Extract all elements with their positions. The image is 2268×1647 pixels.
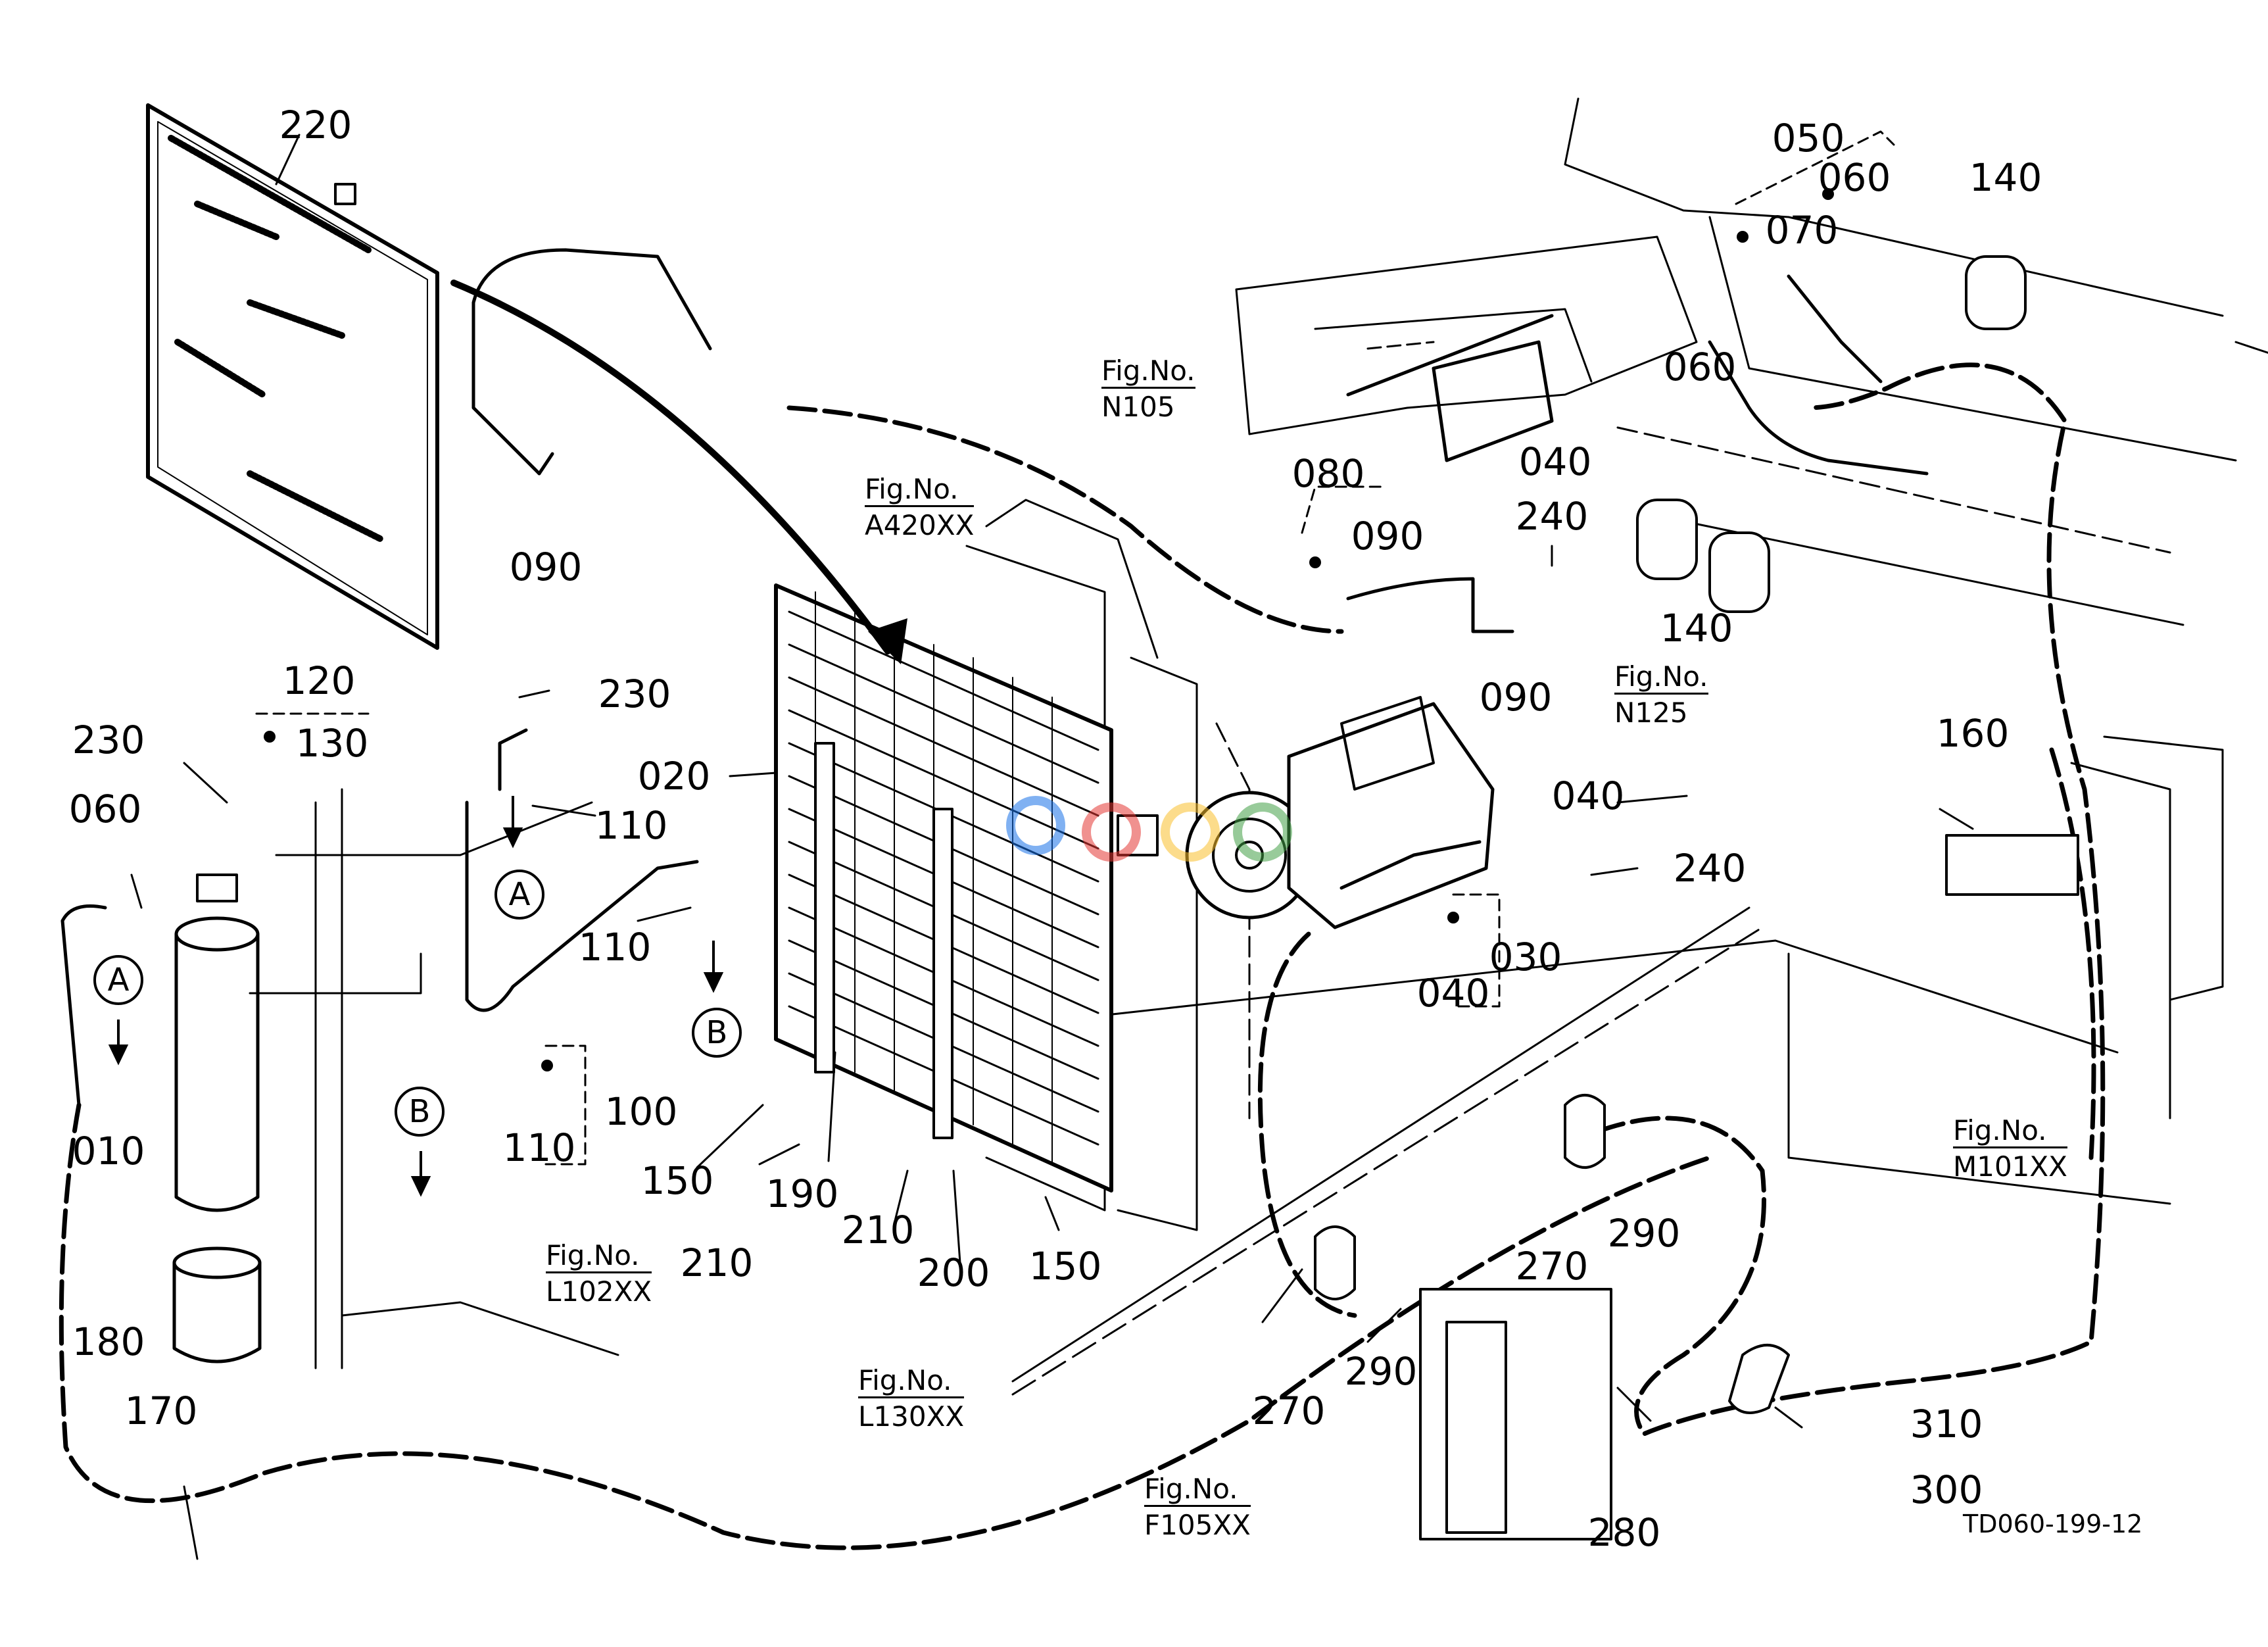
callout-b: B xyxy=(395,1087,445,1137)
label-100: 100 xyxy=(604,1089,678,1134)
label-090: 090 xyxy=(1479,675,1553,720)
left-frame xyxy=(183,788,619,1560)
label-050: 050 xyxy=(1772,116,1845,160)
label-220: 220 xyxy=(279,103,352,147)
label-140: 140 xyxy=(1660,606,1733,651)
label-030: 030 xyxy=(1489,935,1562,979)
fig-ref-l102: Fig.No.L102XX xyxy=(546,1239,652,1308)
label-270: 270 xyxy=(1515,1244,1589,1289)
label-020: 020 xyxy=(637,754,711,799)
label-060: 060 xyxy=(1663,345,1737,389)
label-180: 180 xyxy=(72,1319,145,1364)
label-240: 240 xyxy=(1673,846,1747,891)
compressor xyxy=(1185,696,1495,929)
fig-ref-n105: Fig.No.N105 xyxy=(1101,355,1195,424)
label-160: 160 xyxy=(1936,711,2010,756)
label-040: 040 xyxy=(1416,971,1490,1016)
label-080: 080 xyxy=(1291,451,1365,496)
label-270: 270 xyxy=(1252,1389,1326,1433)
label-120: 120 xyxy=(282,658,356,703)
label-150: 150 xyxy=(640,1158,714,1203)
label-310: 310 xyxy=(1910,1402,1983,1446)
label-110: 110 xyxy=(594,803,668,848)
label-010: 010 xyxy=(72,1129,145,1173)
callout-a: A xyxy=(495,870,544,920)
label-290: 290 xyxy=(1344,1349,1418,1394)
label-230: 230 xyxy=(72,718,145,762)
label-090: 090 xyxy=(509,545,583,589)
fig-ref-a420: Fig.No.A420XX xyxy=(865,473,975,542)
frame-lines xyxy=(1005,97,2268,1396)
leader-lines xyxy=(130,134,1974,1429)
watermark xyxy=(1006,796,1292,862)
engine-bay-upper xyxy=(1235,235,1698,462)
label-060: 060 xyxy=(1818,155,1891,200)
label-040: 040 xyxy=(1551,774,1625,818)
label-070: 070 xyxy=(1765,208,1839,253)
label-060: 060 xyxy=(68,787,142,831)
fig-ref-f105: Fig.No.F105XX xyxy=(1144,1473,1251,1542)
label-240: 240 xyxy=(1515,494,1589,539)
callout-b: B xyxy=(692,1008,742,1058)
fig-ref-n125: Fig.No.N125 xyxy=(1614,660,1708,729)
label-300: 300 xyxy=(1910,1467,1983,1512)
label-210: 210 xyxy=(680,1241,754,1285)
label-090: 090 xyxy=(1351,514,1424,558)
label-150: 150 xyxy=(1028,1244,1102,1289)
label-040: 040 xyxy=(1518,439,1592,484)
group-brackets xyxy=(255,130,1895,1166)
callout-a: A xyxy=(93,955,143,1005)
drier-bracket xyxy=(172,1246,262,1364)
label-170: 170 xyxy=(124,1389,198,1433)
callout-arrows xyxy=(108,796,724,1197)
label-290: 290 xyxy=(1607,1211,1681,1256)
misc-parts xyxy=(1117,255,2079,1540)
receiver-drier xyxy=(174,873,260,1212)
drawing-code: TD060-199-12 xyxy=(1963,1510,2143,1538)
fig-ref-l130: Fig.No.L130XX xyxy=(858,1364,965,1433)
screen-arrow xyxy=(450,280,891,654)
label-200: 200 xyxy=(917,1250,990,1295)
label-230: 230 xyxy=(598,672,671,716)
label-110: 110 xyxy=(578,925,652,970)
label-210: 210 xyxy=(841,1208,915,1252)
label-130: 130 xyxy=(295,721,369,766)
condenser-core xyxy=(774,583,1113,1192)
label-280: 280 xyxy=(1587,1510,1661,1555)
group-dots xyxy=(264,188,1834,1071)
label-140: 140 xyxy=(1969,155,2042,200)
rigid-pipes xyxy=(60,248,1929,1107)
fig-ref-m101: Fig.No.M101XX xyxy=(1953,1114,2067,1183)
label-190: 190 xyxy=(765,1171,839,1216)
hoses xyxy=(59,362,2106,1550)
label-110: 110 xyxy=(502,1125,576,1170)
condenser-screen xyxy=(146,103,439,650)
